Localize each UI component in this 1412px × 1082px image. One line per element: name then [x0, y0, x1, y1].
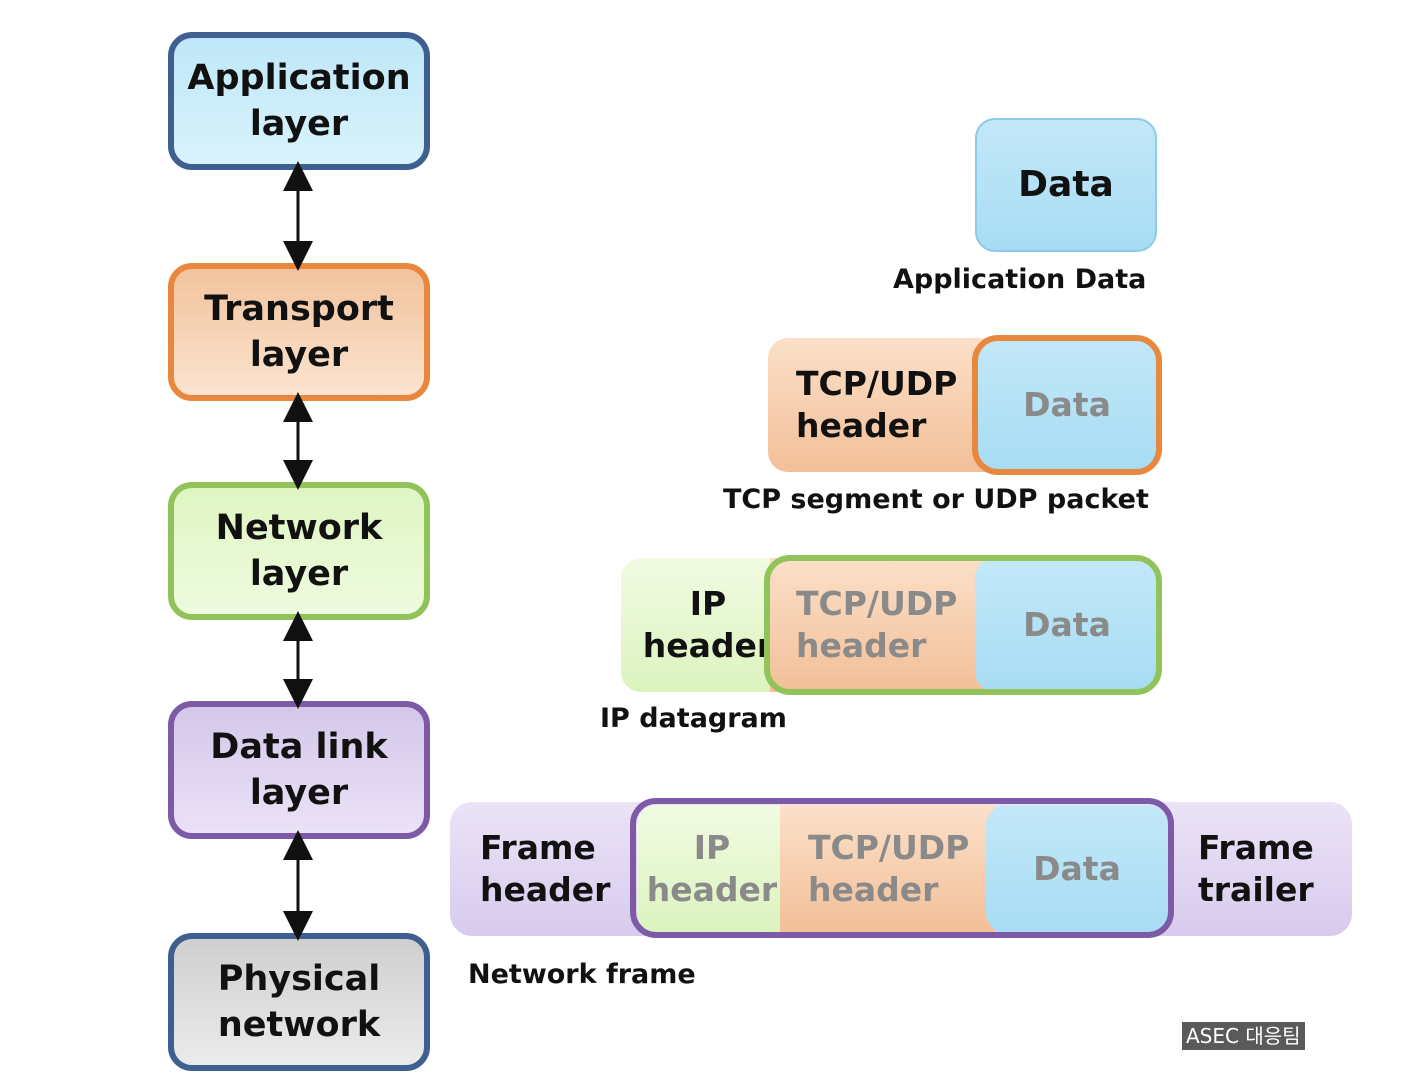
frame-header-block: Frame header — [480, 828, 611, 909]
application-layer-box: Application layer — [168, 32, 430, 170]
tcp-data-block: Data — [975, 338, 1159, 472]
watermark-label: ASEC 대응팀 — [1182, 1022, 1305, 1050]
frame-payload-outline — [630, 798, 1174, 938]
frame-ip-header-block: IP header — [637, 805, 787, 933]
ip-header-block: IP header — [621, 558, 781, 692]
caption-ip-datagram: IP datagram — [600, 703, 787, 734]
frame-data-block: Data — [986, 805, 1168, 933]
frame-tcp-header-block: TCP/UDP header — [780, 805, 995, 933]
ip-payload-outline — [764, 555, 1162, 695]
frame-trailer-block: Frame trailer — [1198, 828, 1314, 909]
tcp-data-outline — [972, 335, 1162, 475]
ip-tcp-header-block: TCP/UDP header — [770, 558, 990, 692]
caption-application-data: Application Data — [893, 264, 1147, 295]
ip-data-block: Data — [975, 558, 1159, 692]
caption-tcp-segment: TCP segment or UDP packet — [723, 484, 1149, 515]
app-data-block: Data — [975, 118, 1157, 252]
caption-network-frame: Network frame — [468, 959, 696, 990]
datalink-layer-box: Data link layer — [168, 701, 430, 839]
